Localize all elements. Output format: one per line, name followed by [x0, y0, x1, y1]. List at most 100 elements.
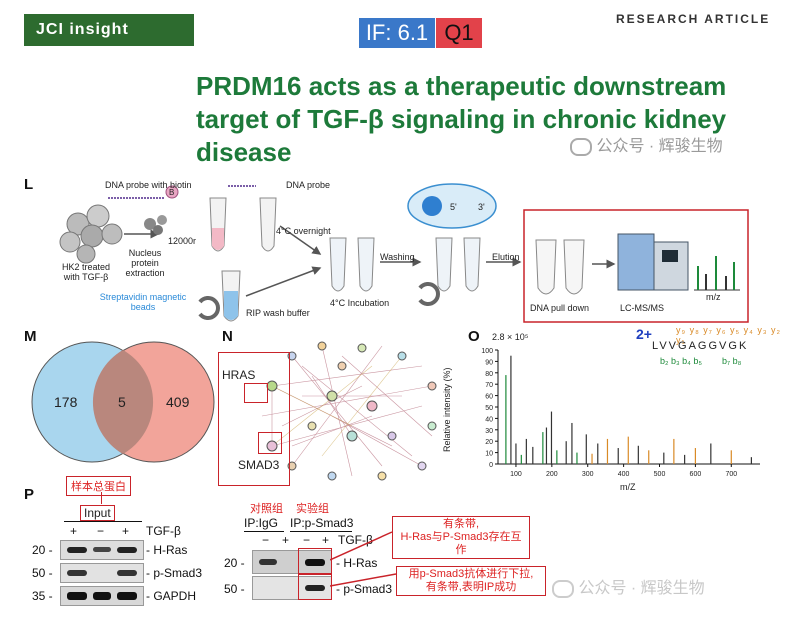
watermark-2-text: 公众号 · 辉骏生物 [578, 580, 705, 597]
note-interaction-line1: 有条带, [442, 518, 480, 530]
blot-hras [60, 540, 144, 560]
impact-factor-badge: IF: 6.1 [359, 18, 435, 48]
ip-smad3-label: IP:p-Smad3 [290, 516, 354, 530]
ip-row-psmad3-name: - p-Smad3 [336, 582, 393, 596]
residue: V [719, 340, 729, 352]
note-ip-line2: 有条带,表明IP成功 [425, 581, 517, 593]
x-tick-label: 500 [654, 471, 666, 478]
x-tick-label: 600 [690, 471, 702, 478]
venn-left-count: 178 [54, 394, 78, 410]
network-nodes [266, 341, 437, 481]
label-incubation: 4°C Incubation [330, 298, 390, 308]
tube-2 [259, 197, 277, 252]
label-pulldown: DNA pull down [530, 303, 590, 313]
blot-psmad3 [60, 563, 144, 583]
label-overnight: 4°C overnight [276, 226, 331, 236]
label-nucleus: Nucleus protein extraction [125, 248, 165, 278]
input-label: Input [80, 505, 115, 521]
y-tick-label: 60 [485, 394, 493, 401]
row-gapdh-name: - GAPDH [146, 589, 197, 603]
hras-node-box [244, 383, 268, 403]
wechat-icon [570, 137, 592, 156]
smad3-label: SMAD3 [238, 458, 280, 472]
magnet-icon-2 [418, 282, 440, 306]
control-group-cn: 对照组 [250, 503, 283, 515]
panel-m-label: M [24, 328, 37, 345]
quartile-badge: Q1 [436, 18, 482, 48]
experiment-group-cn: 实验组 [296, 503, 329, 515]
network-highlight-box [218, 352, 290, 486]
lane-sign-1: + [70, 524, 78, 538]
x-tick-label: 200 [546, 471, 558, 478]
residue: G [708, 340, 720, 352]
panel-n-label: N [222, 328, 233, 345]
x-tick-label: 300 [582, 471, 594, 478]
label-streptavidin: Streptavidin magnetic beads [99, 292, 187, 312]
workflow-diagram: 5' 3' B [59, 183, 749, 323]
note-interaction: 有条带, H-Ras与P-Smad3存在互作 [392, 516, 530, 559]
panel-o-label: O [468, 328, 480, 345]
smad-underline [290, 531, 352, 532]
y-tick-label: 20 [485, 439, 493, 446]
pulldown-tube-2 [563, 239, 585, 295]
y-tick-label: 0 [489, 462, 493, 469]
label-lcms: LC-MS/MS [620, 303, 665, 313]
y-ion-series: y₉ y₈ y₇ y₆ y₅ y₄ y₃ y₂ y₁ [676, 325, 781, 345]
ip-mw-50: 50 - [224, 582, 245, 596]
intensity-scale: 2.8 × 10⁵ [492, 332, 529, 342]
y-tick-label: 30 [485, 428, 493, 435]
annotation-connectors [330, 531, 397, 587]
residue: K [738, 340, 749, 352]
three-prime: 3' [478, 202, 485, 212]
residue: V [668, 340, 678, 352]
label-rip: RIP wash buffer [246, 308, 310, 318]
input-underline [64, 521, 142, 522]
note-interaction-line2: H-Ras与P-Smad3存在互作 [400, 531, 522, 556]
venn-overlap-count: 5 [118, 394, 126, 410]
label-mz: m/z [706, 292, 721, 302]
ip-igg-label: IP:IgG [244, 516, 279, 530]
row-hras-name: - H-Ras [146, 543, 188, 557]
charge-state: 2+ [636, 326, 652, 342]
x-tick-label: 700 [725, 471, 737, 478]
mw-35: 35 - [32, 589, 53, 603]
label-dna-probe-biotin: DNA probe with biotin [105, 180, 192, 190]
y-tick-label: 50 [485, 405, 493, 412]
residue: A [688, 340, 698, 352]
label-speed: 12000r [168, 236, 197, 246]
journal-logo: JCI insight [24, 14, 194, 46]
label-hk2: HK2 treated with TGF-β [61, 262, 111, 282]
five-prime: 5' [450, 202, 457, 212]
label-elution: Elution [492, 252, 520, 262]
residue: V [659, 340, 669, 352]
wash-tube-2 [463, 237, 481, 292]
y-tick-label: 100 [481, 348, 493, 355]
hras-label: HRAS [222, 368, 256, 382]
panel-l-label: L [24, 176, 34, 193]
total-protein-cn: 样本总蛋白 [66, 476, 131, 496]
x-tick-label: 100 [510, 471, 522, 478]
watermark-text: 公众号 · 辉骏生物 [596, 138, 723, 155]
row-psmad3-name: - p-Smad3 [146, 566, 203, 580]
ip-sign-3: − [303, 533, 311, 547]
magnified-bead [407, 183, 497, 229]
y-axis-label: Relative intensity (%) [442, 367, 452, 452]
lane-sign-3: + [122, 524, 130, 538]
y-tick-label: 70 [485, 382, 493, 389]
y-tick-label: 80 [485, 371, 493, 378]
x-axis-label: m/Z [620, 482, 636, 492]
residue: G [728, 340, 739, 352]
y-tick-label: 10 [485, 451, 493, 458]
ip-blot-psmad3 [252, 576, 332, 600]
note-ip-line1: 用p-Smad3抗体进行下拉, [408, 568, 534, 580]
residue: G [678, 340, 689, 352]
lcms-instrument [617, 233, 655, 291]
ip-blot-hras [252, 550, 332, 574]
label-washing: Washing [380, 252, 415, 262]
residue: G [697, 340, 709, 352]
result-box [523, 209, 749, 323]
smad3-node-box [258, 432, 282, 454]
ppi-network [261, 341, 437, 481]
paper-title: PRDM16 acts as a therapeutic downstream … [196, 71, 727, 167]
